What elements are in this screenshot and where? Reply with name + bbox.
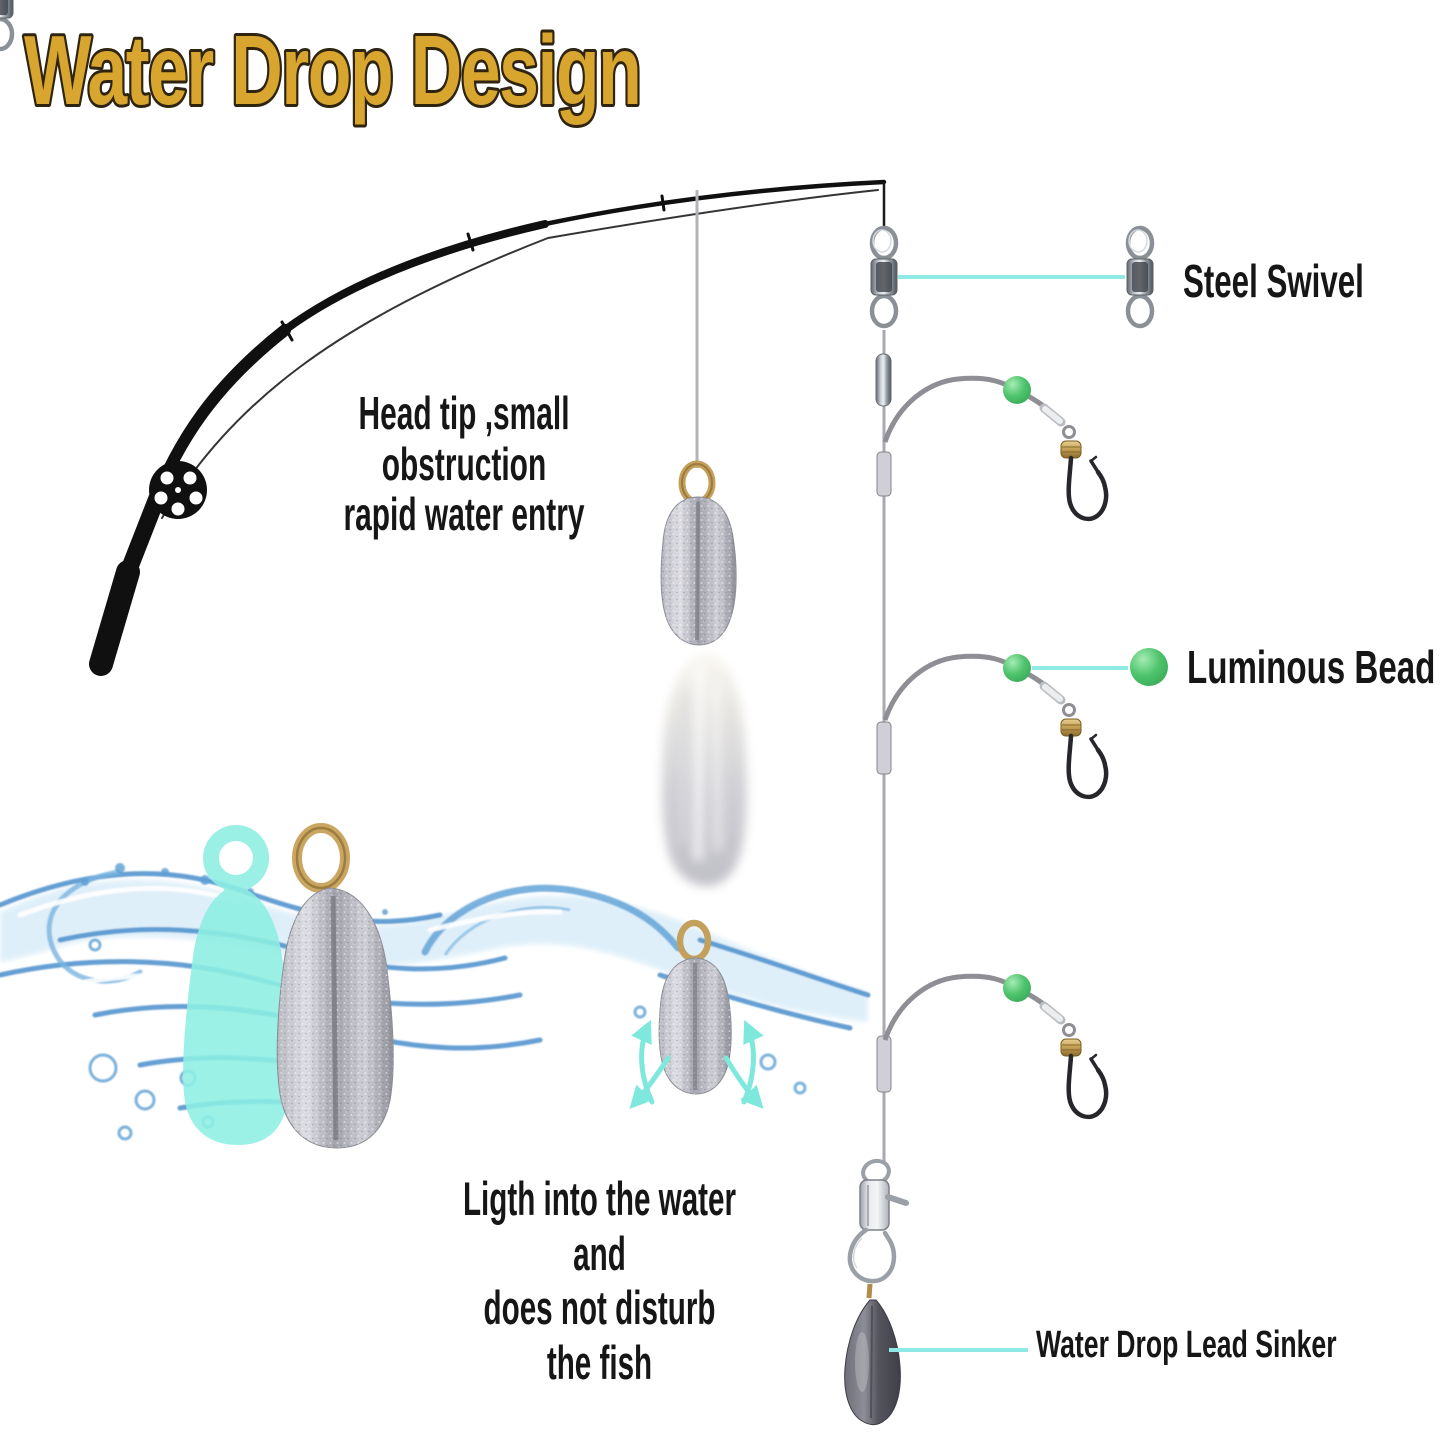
- light-entry-line2: does not disturb the fish: [483, 1281, 716, 1389]
- head-tip-annotation: Head tip ,small obstruction rapid water …: [315, 388, 614, 540]
- line-connector-tube-icon: [875, 353, 892, 407]
- water-splash-icon: [0, 863, 871, 1141]
- steel-swivel-label: Steel Swivel: [1183, 255, 1364, 307]
- water-flow-arrows-icon: [629, 1019, 764, 1109]
- motion-blur-sinker-icon: [662, 652, 747, 886]
- snap-connector-icon: [847, 1158, 909, 1299]
- head-tip-line1: Head tip ,small obstruction: [358, 387, 570, 490]
- barrel-swivel-icon: [0, 0, 15, 52]
- crimp-sleeves: [876, 451, 892, 1093]
- sinker-in-water-icon: [658, 919, 732, 1095]
- lead-sinker-label: Water Drop Lead Sinker: [1036, 1324, 1337, 1366]
- sinker-silhouette-icon: [183, 825, 290, 1145]
- hook-branch: [882, 375, 1109, 522]
- water-drop-sinker-icon: [660, 460, 737, 646]
- fish-hook-icon: [1066, 455, 1109, 522]
- light-entry-line1: Ligth into the water and: [462, 1172, 737, 1280]
- steel-swivel-sample-icon: [1127, 228, 1153, 326]
- luminous-bead-sample-icon: [1130, 648, 1168, 686]
- water-drop-sinker-large-icon: [276, 823, 394, 1149]
- fishing-reel-icon: [149, 461, 207, 519]
- page-title: Water Drop Design: [24, 16, 640, 126]
- luminous-bead-label: Luminous Bead: [1187, 641, 1436, 693]
- luminous-bead-icon: [1003, 376, 1031, 404]
- head-tip-line2: rapid water entry: [343, 488, 585, 541]
- lead-sinker-icon: [844, 1299, 901, 1426]
- light-entry-annotation: Ligth into the water and does not distur…: [459, 1172, 739, 1390]
